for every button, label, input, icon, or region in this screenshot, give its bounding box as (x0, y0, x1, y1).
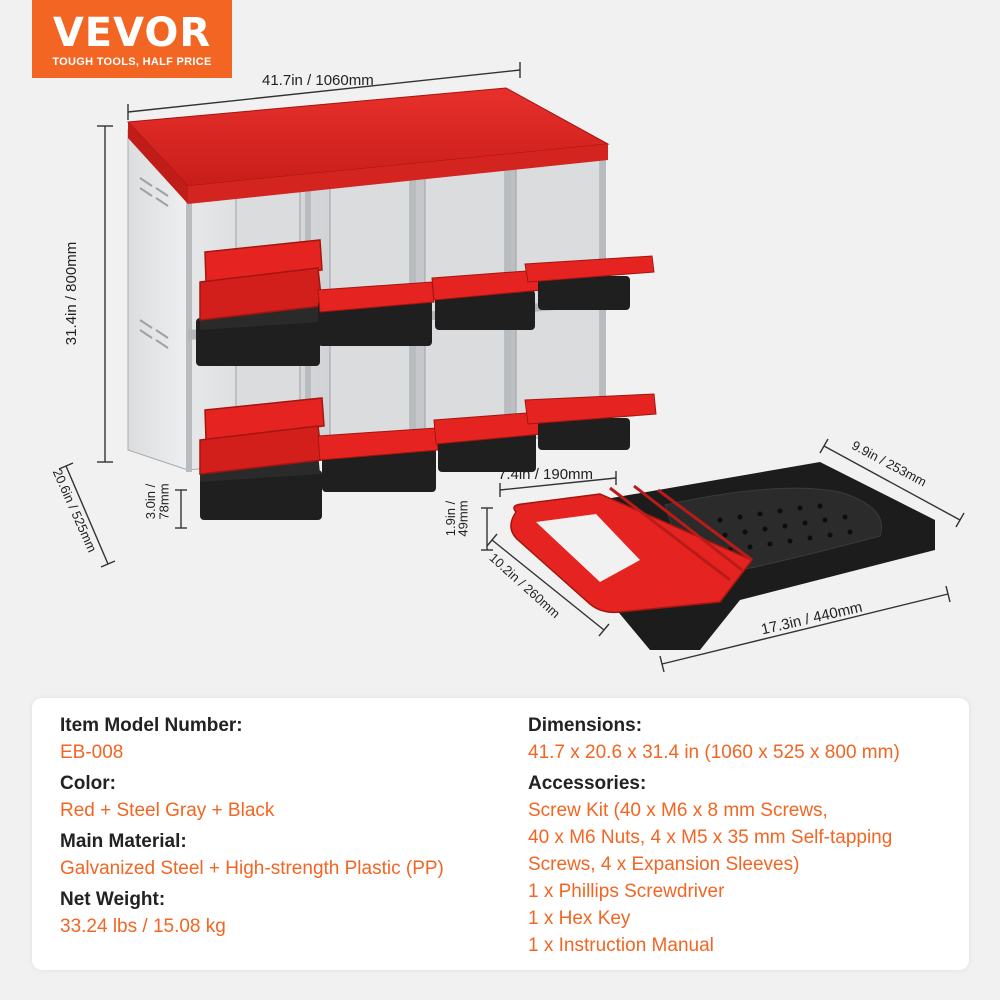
spec-color-label: Color: (60, 773, 116, 794)
depth-dimension-line (58, 462, 116, 568)
detached-tray (481, 438, 965, 673)
accessory-item: 1 x Instruction Manual (528, 935, 714, 956)
width-label: 41.7in / 1060mm (262, 72, 374, 89)
spec-model-label: Item Model Number: (60, 715, 243, 736)
spec-accessories-label: Accessories: (528, 773, 647, 794)
upper-trays (196, 239, 655, 366)
accessory-item: Screw Kit (40 x M6 x 8 mm Screws, (528, 800, 828, 821)
spec-material-value: Galvanized Steel + High-strength Plastic… (60, 858, 444, 879)
brand-name: VEVOR (52, 10, 212, 56)
spec-weight-label: Net Weight: (60, 889, 166, 910)
specification-panel: Item Model Number: EB-008 Color: Red + S… (32, 698, 969, 970)
width-dimension-line (127, 62, 521, 120)
spec-column-right: Dimensions: 41.7 x 20.6 x 31.4 in (1060 … (528, 712, 958, 959)
accessory-item: 40 x M6 Nuts, 4 x M5 x 35 mm Self-tappin… (528, 827, 893, 848)
lip-height-label-2: 78mm (156, 483, 172, 520)
lower-trays (199, 393, 657, 520)
accessory-item: Screws, 4 x Expansion Sleeves) (528, 854, 800, 875)
spec-dimensions-label: Dimensions: (528, 715, 643, 736)
spec-column-left: Item Model Number: EB-008 Color: Red + S… (60, 712, 510, 940)
tray-height-label-2: 49mm (455, 500, 471, 537)
spec-color-value: Red + Steel Gray + Black (60, 800, 275, 821)
spec-weight-value: 33.24 lbs / 15.08 kg (60, 916, 226, 937)
lip-dimension-line (175, 489, 187, 529)
accessory-item: 1 x Phillips Screwdriver (528, 881, 725, 902)
height-label: 31.4in / 800mm (63, 241, 81, 346)
brand-logo: VEVOR TOUGH TOOLS, HALF PRICE (32, 0, 232, 78)
brand-tagline: TOUGH TOOLS, HALF PRICE (52, 56, 212, 68)
height-dimension-line (97, 125, 113, 463)
spec-material-label: Main Material: (60, 831, 187, 852)
accessory-item: 1 x Hex Key (528, 908, 631, 929)
product-illustration (58, 62, 965, 673)
tray-width-label: 7.4in / 190mm (498, 466, 594, 483)
spec-model-value: EB-008 (60, 742, 124, 763)
spec-dimensions-value: 41.7 x 20.6 x 31.4 in (1060 x 525 x 800 … (528, 742, 900, 763)
